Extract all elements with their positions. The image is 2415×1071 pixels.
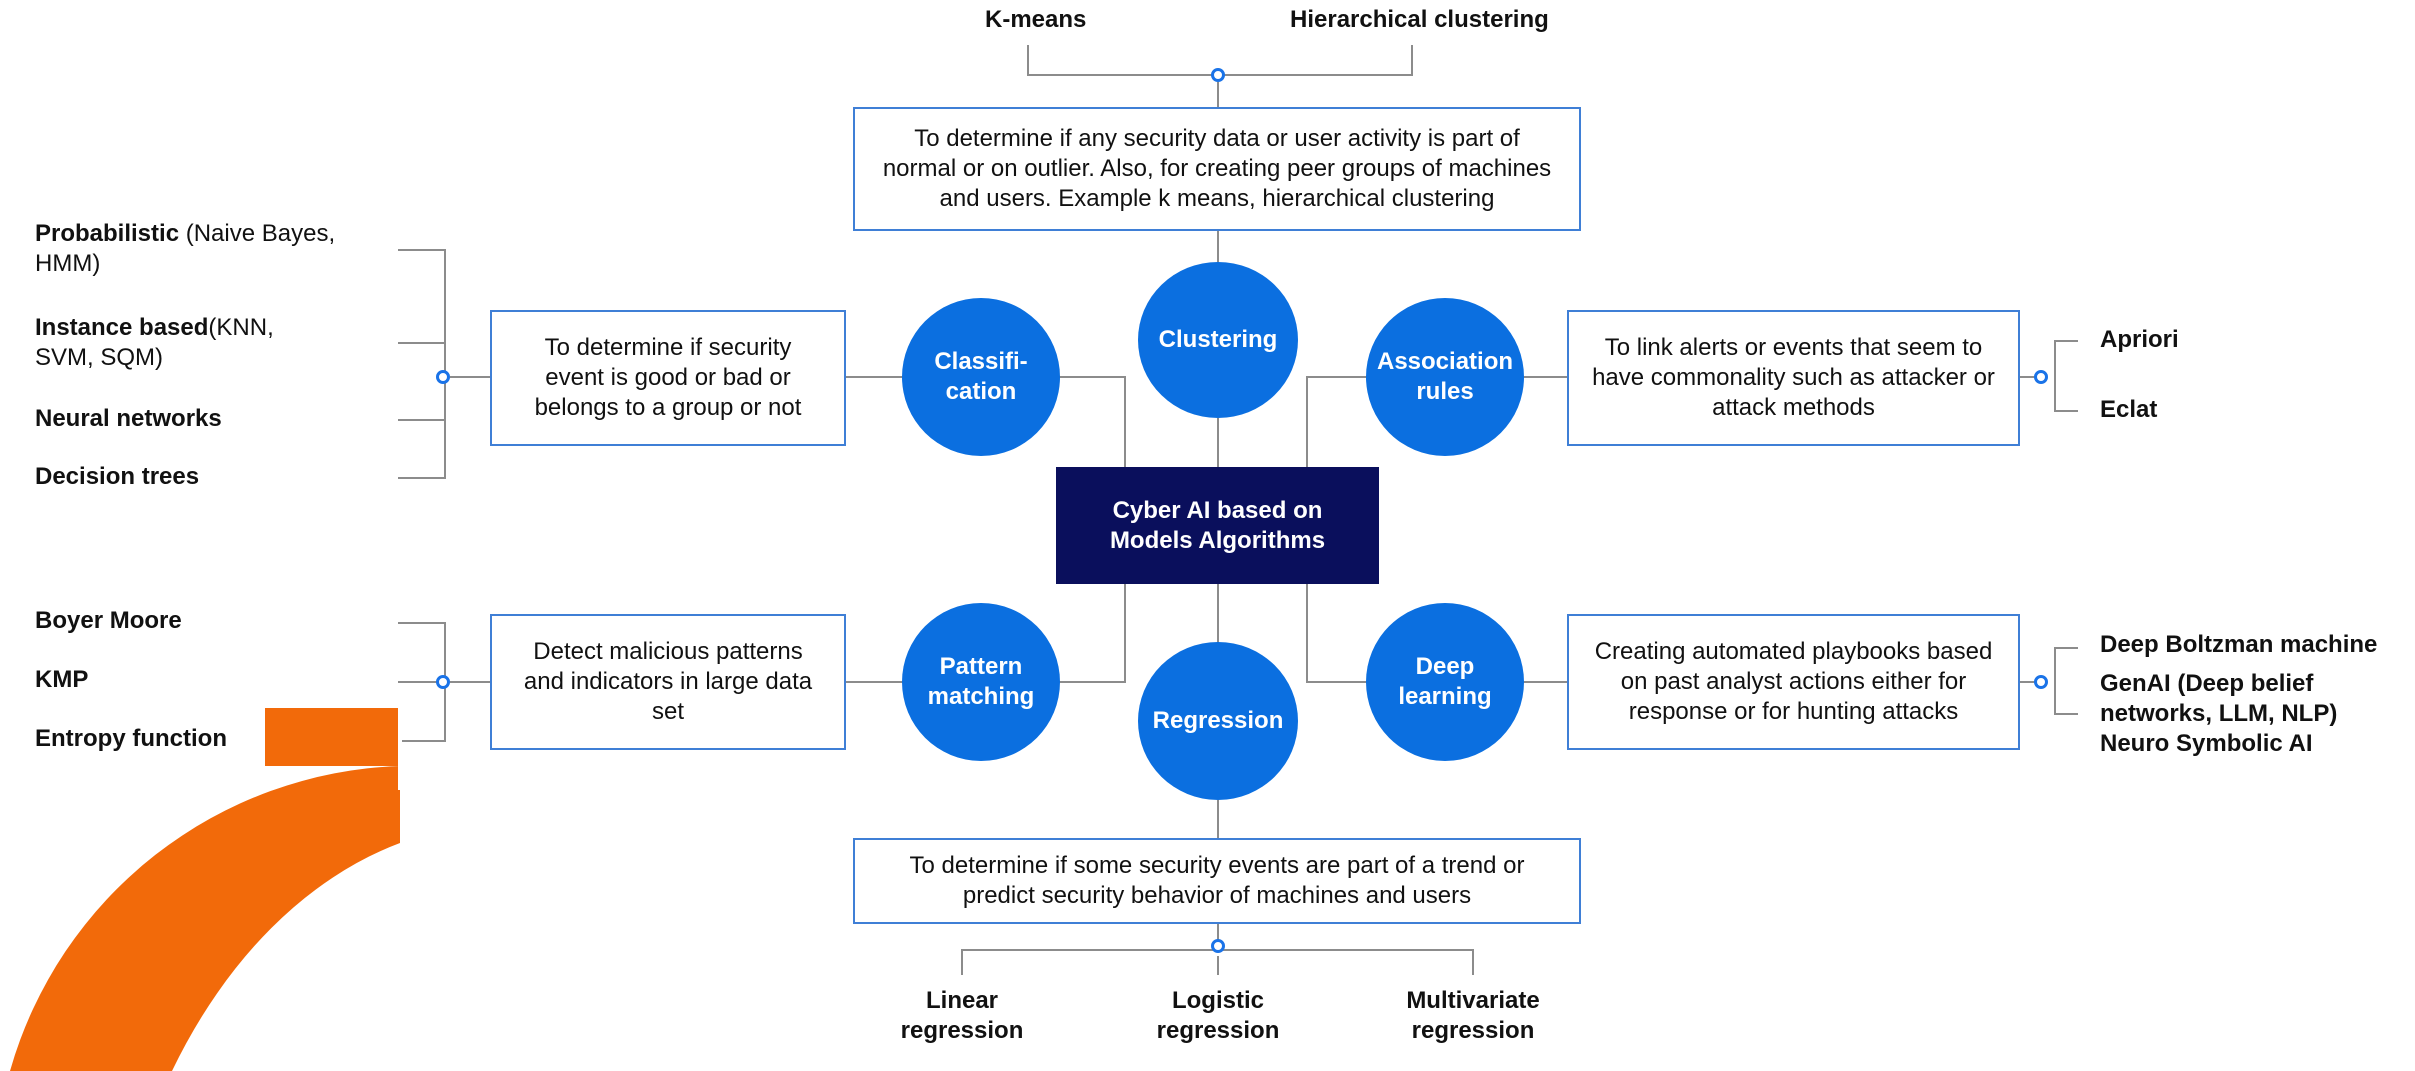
clustering-description-box: To determine if any security data or use… [853,107,1581,231]
deep-learning-description-box: Creating automated playbooks based on pa… [1567,614,2020,750]
example-instance-based: Instance based(KNN, SVM, SQM) [35,313,395,373]
association-rules-circle: Association rules [1366,298,1524,456]
example-k-means: K-means [985,6,1087,33]
junction-node [436,675,450,689]
deep-learning-description: Creating automated playbooks based on pa… [1594,638,1993,725]
classification-circle: Classifi- cation [902,298,1060,456]
example-probabilistic-name: Probabilistic [35,220,180,247]
example-genai-neuro-symbolic: GenAI (Deep belief networks, LLM, NLP) N… [2100,670,2338,757]
deep-learning-circle: Deep learning [1366,603,1524,761]
example-logistic-regression: Logistic regression [1156,987,1280,1044]
association-description: To link alerts or events that seem to ha… [1592,334,1995,421]
example-linear-regression: Linear regression [900,987,1024,1044]
connector [1306,376,1370,468]
junction-node [1211,939,1225,953]
example-kmp: KMP [35,666,89,693]
classification-description-box: To determine if security event is good o… [490,310,846,446]
connector [1058,584,1126,683]
connector [2054,647,2078,715]
example-eclat: Eclat [2100,396,2158,423]
example-hierarchical-clustering: Hierarchical clustering [1290,6,1549,33]
regression-description: To determine if some security events are… [909,852,1525,909]
regression-label: Regression [1152,707,1284,734]
example-apriori: Apriori [2100,326,2179,353]
pattern-matching-circle: Pattern matching [902,603,1060,761]
connector [1058,376,1126,468]
pattern-description-box: Detect malicious patterns and indicators… [490,614,846,750]
junction-node [2034,370,2048,384]
example-decision-trees-name: Decision trees [35,463,200,490]
clustering-description: To determine if any security data or use… [882,125,1552,212]
orange-arc-decoration [10,708,400,1071]
center-title-box: Cyber AI based on Models Algorithms [1056,467,1379,584]
association-description-box: To link alerts or events that seem to ha… [1567,310,2020,446]
example-deep-boltzman-machine: Deep Boltzman machine [2100,631,2378,658]
example-multivariate-regression: Multivariate regression [1406,987,1540,1044]
example-boyer-moore: Boyer Moore [35,607,182,634]
example-decision-trees: Decision trees [35,462,395,492]
example-entropy-function: Entropy function [35,725,227,752]
junction-node [2034,675,2048,689]
connector [398,249,446,479]
decoration-mask [398,700,402,790]
connector [2054,340,2078,412]
example-instance-based-name: Instance based [35,314,209,341]
junction-node [1211,68,1225,82]
regression-description-box: To determine if some security events are… [853,838,1581,924]
example-neural-networks: Neural networks [35,404,395,434]
regression-circle: Regression [1138,642,1298,800]
clustering-circle: Clustering [1138,262,1298,418]
connector [1306,584,1370,683]
classification-description: To determine if security event is good o… [534,334,802,421]
clustering-label: Clustering [1158,326,1278,353]
pattern-description: Detect malicious patterns and indicators… [523,638,813,725]
example-instance-based-detail: (KNN, SVM, SQM) [35,314,274,371]
junction-node [436,370,450,384]
example-probabilistic-detail: (Naive Bayes, HMM) [35,220,336,277]
example-probabilistic: Probabilistic (Naive Bayes, HMM) [35,219,395,279]
example-neural-networks-name: Neural networks [35,405,222,432]
